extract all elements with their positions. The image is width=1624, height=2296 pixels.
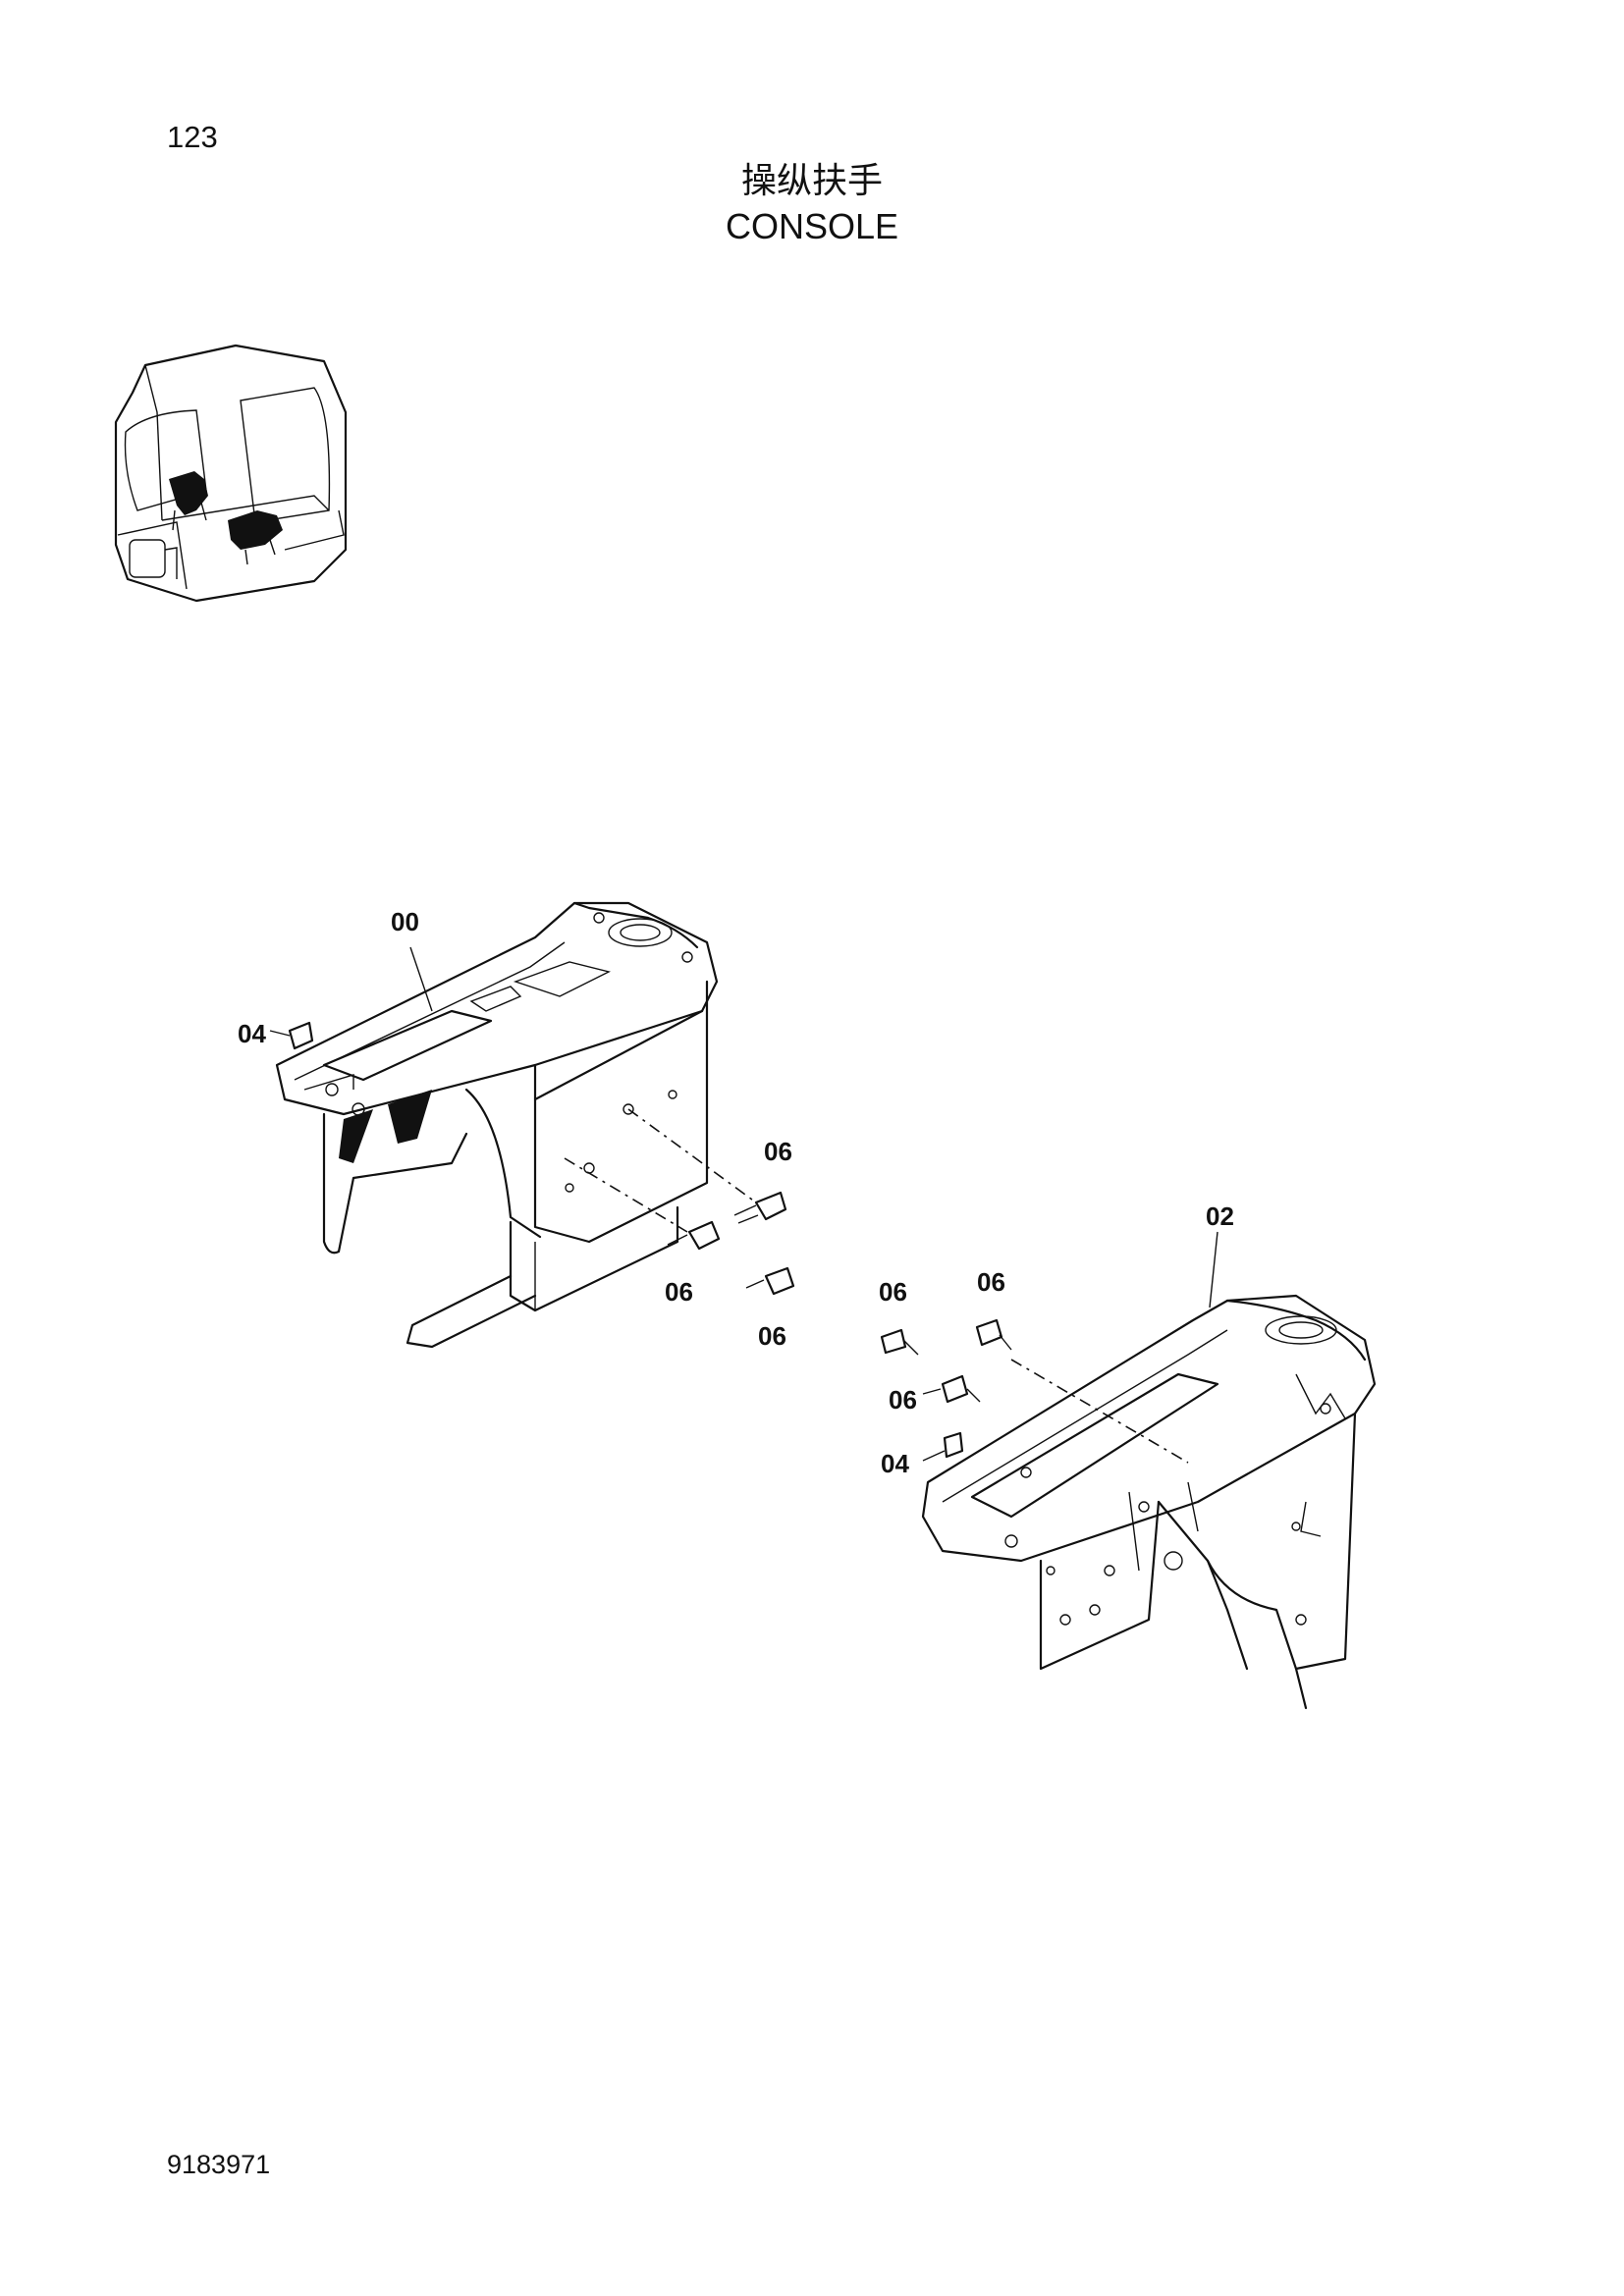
console-assembly-right <box>921 1294 1377 1710</box>
callout-06-left-3: 06 <box>758 1321 786 1351</box>
console-assembly-left <box>275 901 719 1349</box>
callout-04-right: 04 <box>881 1449 909 1478</box>
cab-location-thumbnail <box>114 344 348 603</box>
leader-02 <box>1209 1231 1218 1308</box>
title-english: CONSOLE <box>725 206 899 246</box>
leader-00 <box>409 946 433 1012</box>
bolt-06-left-1 <box>627 1108 787 1224</box>
console-highlight-left <box>169 471 208 531</box>
bolt-06-left-3 <box>745 1266 795 1296</box>
bolt-06-right-1 <box>880 1328 919 1356</box>
callout-06-right-2: 06 <box>977 1267 1005 1297</box>
callout-02: 02 <box>1206 1201 1234 1231</box>
bolt-06-right-2 <box>975 1318 1012 1351</box>
callout-06-left-2: 06 <box>665 1277 693 1307</box>
bracket-04-right <box>922 1431 964 1462</box>
bracket-04-left <box>269 1021 314 1050</box>
console-highlight-right <box>228 510 283 565</box>
title-chinese: 操纵扶手 <box>740 161 883 201</box>
bolt-06-left-2 <box>564 1157 721 1251</box>
callout-04-left: 04 <box>238 1019 266 1048</box>
bolt-06-right-3 <box>922 1374 981 1404</box>
page-number: 123 <box>167 120 218 154</box>
callout-06-left-1: 06 <box>764 1137 792 1166</box>
callout-00: 00 <box>391 907 419 936</box>
callout-06-right-1: 06 <box>879 1277 907 1307</box>
callout-06-right-3: 06 <box>889 1385 917 1415</box>
page-title: 操纵扶手 CONSOLE <box>0 159 1624 249</box>
document-code: 9183971 <box>167 2150 271 2179</box>
